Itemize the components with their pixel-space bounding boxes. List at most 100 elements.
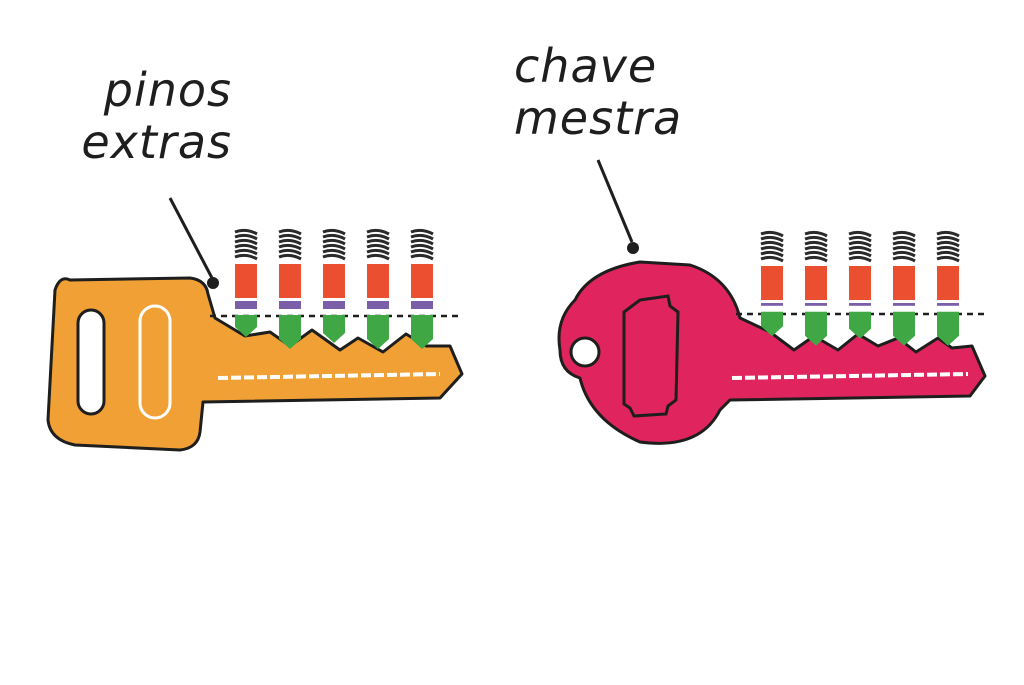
extra-pins-key-pin-2 <box>323 315 345 343</box>
extra-pins-spring-2 <box>322 253 346 261</box>
extra-pins-driver-pin-2 <box>323 264 345 298</box>
master-key-spring-0 <box>760 250 784 258</box>
extra-pins-master-pin-1 <box>279 301 301 309</box>
master-key-spring-3 <box>892 240 916 248</box>
master-key-master-pin-0 <box>761 303 783 306</box>
extra-pins-spring-0 <box>234 243 258 251</box>
master-key-spring-0 <box>760 245 784 253</box>
master-key-spring-0 <box>760 255 784 263</box>
master-key-key-pin-0 <box>761 311 783 337</box>
extra-pins-spring-2 <box>322 243 346 251</box>
extra-pins-key-slot-left <box>76 308 106 416</box>
master-key-spring-1 <box>804 235 828 243</box>
label-master-key-line2: mestra <box>514 91 683 145</box>
master-key-spring-4 <box>936 235 960 243</box>
master-key-key-pin-1 <box>805 311 827 346</box>
master-key-key-pin-2 <box>849 311 871 339</box>
extra-pins-spring-1 <box>278 253 302 261</box>
master-key-spring-1 <box>804 230 828 238</box>
extra-pins-spring-0 <box>234 228 258 236</box>
master-key-master-pin-3 <box>893 303 915 306</box>
extra-pins-spring-3 <box>366 228 390 236</box>
master-key-spring-4 <box>936 255 960 263</box>
master-key-spring-4 <box>936 230 960 238</box>
master-key-spring-2 <box>848 250 872 258</box>
extra-pins-spring-4 <box>410 248 434 256</box>
pointer-master-key <box>596 159 634 243</box>
master-key-spring-1 <box>804 240 828 248</box>
extra-pins-master-pin-4 <box>411 301 433 309</box>
label-master-key: chave mestra <box>514 40 682 144</box>
master-key-spring-4 <box>936 245 960 253</box>
extra-pins-spring-2 <box>322 233 346 241</box>
extra-pins-master-pin-3 <box>367 301 389 309</box>
master-key-spring-3 <box>892 235 916 243</box>
extra-pins-spring-0 <box>234 233 258 241</box>
master-key-spring-4 <box>936 240 960 248</box>
master-key-key-pin-4 <box>937 311 959 346</box>
pointer-extra-pins-dot <box>207 277 219 289</box>
master-key-spring-1 <box>804 250 828 258</box>
master-key <box>557 260 987 445</box>
master-key-spring-3 <box>892 255 916 263</box>
label-extra-pins: pinos extras <box>70 64 232 168</box>
master-key-spring-3 <box>892 250 916 258</box>
master-key-spring-0 <box>760 235 784 243</box>
master-key-spring-3 <box>892 245 916 253</box>
extra-pins-key-body <box>46 276 464 452</box>
extra-pins-driver-pin-3 <box>367 264 389 298</box>
pointer-extra-pins <box>168 197 214 279</box>
master-key-spring-3 <box>892 230 916 238</box>
label-extra-pins-line1: pinos <box>103 63 232 117</box>
master-key-spring-0 <box>760 230 784 238</box>
master-key-spring-2 <box>848 230 872 238</box>
master-key-spring-1 <box>804 255 828 263</box>
extra-pins-key-pin-3 <box>367 315 389 349</box>
master-key-spring-1 <box>804 245 828 253</box>
master-key-body <box>557 260 987 445</box>
extra-pins-spring-1 <box>278 233 302 241</box>
master-key-groove <box>731 372 969 380</box>
master-key-key-pin-3 <box>893 311 915 346</box>
extra-pins-spring-4 <box>410 238 434 246</box>
extra-pins-spring-0 <box>234 248 258 256</box>
master-key-spring-4 <box>936 250 960 258</box>
extra-pins-spring-3 <box>366 238 390 246</box>
extra-pins-spring-3 <box>366 243 390 251</box>
extra-pins-spring-2 <box>322 228 346 236</box>
extra-pins-spring-1 <box>278 228 302 236</box>
extra-pins-spring-0 <box>234 238 258 246</box>
master-key-driver-pin-0 <box>761 266 783 300</box>
extra-pins-spring-4 <box>410 243 434 251</box>
extra-pins-spring-1 <box>278 238 302 246</box>
master-key-master-pin-4 <box>937 303 959 306</box>
extra-pins-spring-3 <box>366 248 390 256</box>
extra-pins-master-pin-2 <box>323 301 345 309</box>
master-key-hole <box>569 336 601 368</box>
master-key-master-pin-2 <box>849 303 871 306</box>
pin-stacks-extra-pins <box>234 228 434 349</box>
master-key-spring-2 <box>848 245 872 253</box>
extra-pins-key <box>46 276 464 452</box>
extra-pins-spring-4 <box>410 228 434 236</box>
master-key-spring-2 <box>848 240 872 248</box>
extra-pins-spring-3 <box>366 233 390 241</box>
extra-pins-spring-1 <box>278 243 302 251</box>
master-key-spring-0 <box>760 240 784 248</box>
master-key-driver-pin-1 <box>805 266 827 300</box>
master-key-spring-2 <box>848 235 872 243</box>
pin-stacks-master-key <box>760 230 960 346</box>
extra-pins-driver-pin-1 <box>279 264 301 298</box>
master-key-spring-2 <box>848 255 872 263</box>
extra-pins-key-pin-0 <box>235 315 257 337</box>
extra-pins-spring-1 <box>278 248 302 256</box>
extra-pins-spring-4 <box>410 233 434 241</box>
master-key-emblem <box>622 294 680 418</box>
extra-pins-key-slot-right <box>138 304 172 420</box>
master-key-driver-pin-2 <box>849 266 871 300</box>
extra-pins-driver-pin-0 <box>235 264 257 298</box>
master-key-master-pin-1 <box>805 303 827 306</box>
master-key-driver-pin-4 <box>937 266 959 300</box>
